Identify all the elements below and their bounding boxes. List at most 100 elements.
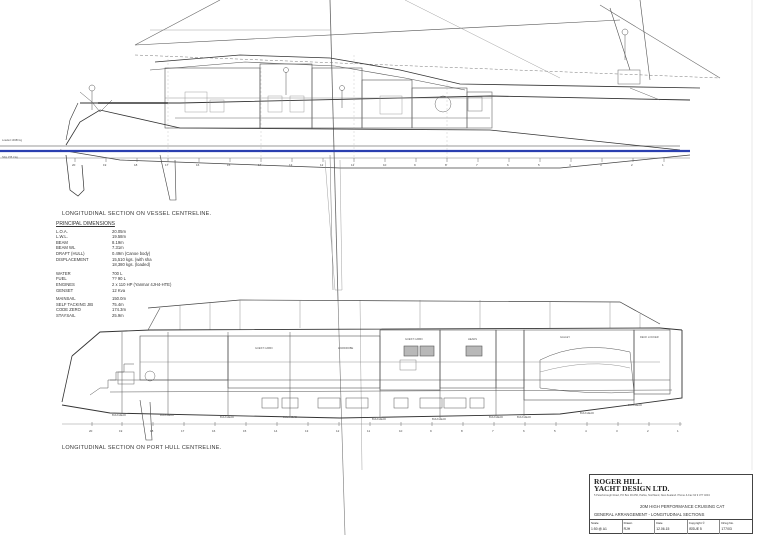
station-label: 19 bbox=[119, 429, 123, 433]
station-label: 13 bbox=[289, 163, 293, 167]
station-label: 9 bbox=[414, 163, 416, 167]
bulkhead-label: BULKHEAD bbox=[580, 412, 594, 415]
bulkhead-label: BULKHEAD bbox=[517, 416, 531, 419]
station-label: 17 bbox=[165, 163, 169, 167]
station-label: 11 bbox=[367, 429, 371, 433]
station-label: 4 bbox=[569, 163, 571, 167]
bulkhead-label: BULKHEAD bbox=[112, 414, 126, 417]
bulkhead-label: BULKHEAD bbox=[372, 418, 386, 421]
boom bbox=[134, 19, 621, 46]
project-name: 20M HIGH PERFORMANCE CRUISING CAT bbox=[640, 504, 725, 509]
mast-section-line bbox=[337, 299, 346, 535]
dimension-row: L.O.A.20.05m bbox=[56, 228, 126, 234]
cabin-roof bbox=[154, 54, 701, 89]
station-label: 9 bbox=[430, 429, 432, 433]
centreline-section-title: LONGITUDINAL SECTION ON VESSEL CENTRELIN… bbox=[62, 211, 212, 217]
station-ticks-top bbox=[74, 158, 665, 162]
station-label: 20 bbox=[89, 429, 93, 433]
bulkhead-label: BULKHEAD bbox=[220, 416, 234, 419]
station-label: 2 bbox=[631, 163, 633, 167]
deck-line bbox=[80, 95, 691, 104]
room-label-wardrobe: WARDROBE bbox=[338, 347, 354, 350]
station-label: 16 bbox=[212, 429, 216, 433]
station-label: 4 bbox=[585, 429, 587, 433]
station-label: 1 bbox=[662, 163, 664, 167]
station-label: 6 bbox=[507, 163, 509, 167]
station-ticks-bottom bbox=[62, 422, 682, 426]
bulkheads-lines bbox=[121, 330, 635, 418]
station-label: 18 bbox=[150, 429, 154, 433]
station-label: 7 bbox=[476, 163, 478, 167]
station-label: 14 bbox=[258, 163, 262, 167]
rudder-top bbox=[159, 154, 177, 201]
bulkhead-label: BULKHEAD bbox=[160, 414, 174, 417]
station-label: 12 bbox=[320, 163, 324, 167]
station-label: 1 bbox=[677, 429, 679, 433]
port-hull-rail bbox=[147, 299, 661, 325]
station-label: 8 bbox=[461, 429, 463, 433]
bulkhead-label: BULKHEAD bbox=[432, 418, 446, 421]
station-label: 7 bbox=[492, 429, 494, 433]
room-label-heads: HEADS bbox=[468, 338, 477, 341]
station-label: 15 bbox=[243, 429, 247, 433]
station-label: 20 bbox=[72, 163, 76, 167]
rudder-bottom bbox=[139, 399, 153, 441]
station-label: 10 bbox=[399, 429, 403, 433]
drawing-number-cell: Drwg No.177/03 bbox=[721, 521, 734, 531]
title-block: ROGER HILL YACHT DESIGN LTD. 5 Peterboro… bbox=[589, 474, 753, 534]
bulkhead-label: BULKHEAD bbox=[489, 416, 503, 419]
bulkhead-label: BULKHEAD bbox=[628, 404, 642, 407]
room-label-guest-cabin-fwd: GUEST CABIN bbox=[255, 347, 273, 350]
hull-top bbox=[65, 109, 681, 151]
station-label: 19 bbox=[103, 163, 107, 167]
station-label: 3 bbox=[616, 429, 618, 433]
station-label: 8 bbox=[445, 163, 447, 167]
station-label: 5 bbox=[554, 429, 556, 433]
station-label: 14 bbox=[274, 429, 278, 433]
copyright-cell: Copyright ©ISSUE 5 bbox=[688, 520, 721, 534]
station-label: 2 bbox=[647, 429, 649, 433]
firm-address: 5 Peterborough Road, PO Box 30-056, Paih… bbox=[594, 494, 710, 497]
station-label: 12 bbox=[336, 429, 340, 433]
bulkhead-label: BULKHEAD bbox=[283, 416, 297, 419]
station-label: 5 bbox=[538, 163, 540, 167]
port-hull-bottom bbox=[61, 330, 683, 419]
station-label: 18 bbox=[134, 163, 138, 167]
station-label: 17 bbox=[181, 429, 185, 433]
ship-waterline-label: Ship 155.3 kg bbox=[2, 156, 18, 159]
port-hull-section-title: LONGITUDINAL SECTION ON PORT HULL CENTRE… bbox=[62, 445, 222, 451]
room-label-deck-locker: DECK LOCKER bbox=[640, 336, 659, 339]
dimensions-heading: PRINCIPAL DIMENSIONS bbox=[56, 221, 115, 227]
station-label: 15 bbox=[227, 163, 231, 167]
dimension-row: 18,380 kgs. (loaded) bbox=[112, 262, 151, 268]
station-label: 3 bbox=[600, 163, 602, 167]
principal-dimensions: PRINCIPAL DIMENSIONS L.O.A.20.05m L.W.L.… bbox=[56, 221, 182, 319]
dimension-row: FUEL?? 90 L bbox=[56, 276, 126, 282]
station-label: 11 bbox=[351, 163, 355, 167]
room-label-guest-cabin-mid: GUEST CABIN bbox=[405, 338, 423, 341]
firm-name: ROGER HILL YACHT DESIGN LTD. bbox=[594, 477, 670, 493]
station-label: 6 bbox=[523, 429, 525, 433]
station-label: 10 bbox=[383, 163, 387, 167]
station-label: 16 bbox=[196, 163, 200, 167]
dimension-row: L.W.L.19.58m bbox=[56, 234, 126, 240]
dimension-row: DRAFT (HULL)0.49m (Canoe body) bbox=[56, 250, 151, 256]
station-label: 13 bbox=[305, 429, 309, 433]
drawing-title: GENERAL ARRANGEMENT - LONGITUDINAL SECTI… bbox=[594, 512, 705, 517]
room-label-galley: GALLEY bbox=[560, 336, 571, 339]
